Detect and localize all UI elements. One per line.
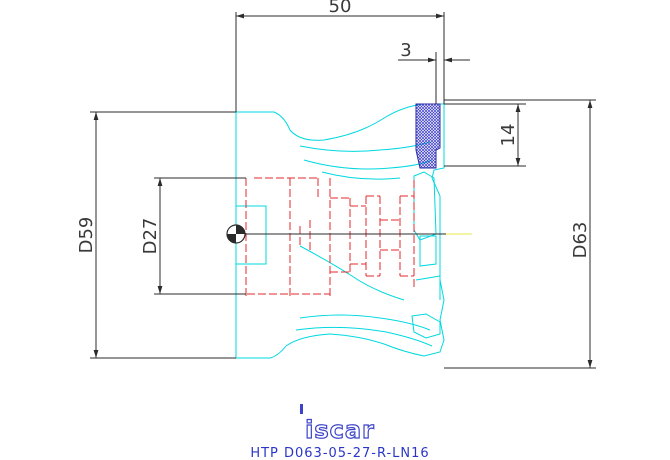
bore-hidden-lines xyxy=(236,177,415,296)
part-code: HTP D063-05-27-R-LN16 xyxy=(250,446,429,460)
dimension-lines xyxy=(90,12,596,369)
dim-insert-protrusion: 3 xyxy=(400,40,411,61)
dim-body-diameter: D59 xyxy=(76,217,97,254)
dim-cutting-diameter: D63 xyxy=(570,222,591,259)
dim-bore-diameter: D27 xyxy=(140,218,161,255)
center-mark-symbol xyxy=(226,224,246,244)
brand-logo-text: iscar xyxy=(305,416,375,444)
iscar-logo: iscar xyxy=(300,404,375,445)
tool-body-outline xyxy=(235,103,445,359)
cutting-insert xyxy=(415,103,441,169)
dim-insert-height: 14 xyxy=(498,124,519,147)
dim-overall-length: 50 xyxy=(329,0,352,17)
